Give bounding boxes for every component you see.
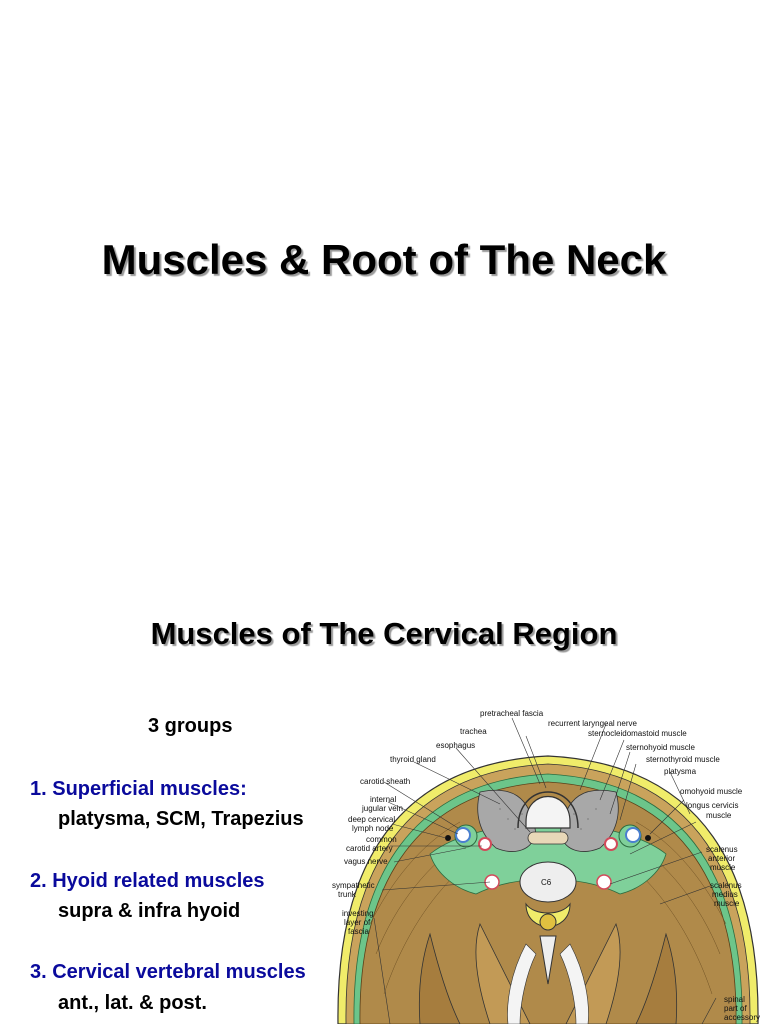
esophagus xyxy=(527,831,569,845)
label-carotid-sheath: carotid sheath xyxy=(360,777,410,786)
groups-label: 3 groups xyxy=(148,715,233,737)
vertebra-label: C6 xyxy=(541,878,552,887)
label-longus-cervicis-2: muscle xyxy=(706,811,732,820)
label-esophagus: esophagus xyxy=(436,741,475,750)
group-detail-superficial: platysma, SCM, Trapezius xyxy=(58,808,304,830)
label-scalenus-medius-1: scalenus xyxy=(710,881,742,890)
spinous-process xyxy=(539,935,557,985)
label-scalenus-anterior-1: scalenus xyxy=(706,845,738,854)
label-common-carotid-1: common xyxy=(366,835,397,844)
label-sternohyoid-muscle: sternohyoid muscle xyxy=(626,743,695,752)
group-heading-hyoid: 2. Hyoid related muscles xyxy=(30,870,265,892)
group-heading-superficial: 1. Superficial muscles: xyxy=(30,778,247,800)
label-sympathetic-trunk-1: sympathetic xyxy=(332,881,375,890)
label-trachea: trachea xyxy=(460,727,487,736)
label-internal-jugular-vein-1: internal xyxy=(370,795,396,804)
label-investing-layer-1: investing xyxy=(342,909,374,918)
section-title: Muscles of The Cervical Region xyxy=(150,616,618,651)
label-platysma: platysma xyxy=(664,767,697,776)
slide-title: Muscles & Root of The Neck xyxy=(101,236,667,283)
label-scalenus-medius-2: medius xyxy=(712,890,738,899)
label-deep-cervical-2: lymph node xyxy=(352,824,394,833)
label-sympathetic-trunk-2: trunk xyxy=(338,890,357,899)
label-spinal-accessory-1: spinal xyxy=(724,995,745,1004)
pointer-lines xyxy=(373,717,717,1025)
label-internal-jugular-vein-2: jugular vein xyxy=(361,804,403,813)
vertebral-body-c6 xyxy=(519,861,577,903)
label-common-carotid-2: carotid artery xyxy=(346,844,393,853)
label-investing-layer-2: layer of xyxy=(344,918,371,927)
label-sternocleidomastoid-muscle: sternocleidomastoid muscle xyxy=(588,729,687,738)
label-recurrent-laryngeal-nerve: recurrent laryngeal nerve xyxy=(548,719,637,728)
figure-labels: pretracheal fascia recurrent laryngeal n… xyxy=(332,709,760,1022)
thyroid-right-lobe xyxy=(559,789,619,852)
label-longus-cervicis-1: longus cervicis xyxy=(686,801,738,810)
group-detail-vertebral: ant., lat. & post. xyxy=(58,992,207,1014)
vertebral-foramina xyxy=(484,874,612,890)
carotid-sheath-right xyxy=(604,824,651,851)
trachea xyxy=(525,796,571,829)
label-scalenus-anterior-3: muscle xyxy=(710,863,736,872)
carotid-sheath-left xyxy=(445,824,492,851)
label-spinal-accessory-3: accessory xyxy=(724,1013,760,1022)
thyroid-texture xyxy=(499,808,597,830)
label-omohyoid-muscle: omohyoid muscle xyxy=(680,787,743,796)
thyroid-left-lobe xyxy=(477,789,537,852)
group-detail-hyoid: supra & infra hyoid xyxy=(58,900,241,922)
label-vagus-nerve: vagus nerve xyxy=(344,857,388,866)
label-pretracheal-fascia: pretracheal fascia xyxy=(480,709,544,718)
label-thyroid-gland: thyroid gland xyxy=(390,755,436,764)
neck-cross-section-diagram: C6 xyxy=(332,709,760,1025)
label-sternothyroid-muscle: sternothyroid muscle xyxy=(646,755,720,764)
label-scalenus-anterior-2: anterior xyxy=(708,854,735,863)
label-investing-layer-3: fascia xyxy=(348,927,369,936)
label-deep-cervical-1: deep cervical xyxy=(348,815,395,824)
label-spinal-accessory-2: part of xyxy=(724,1004,747,1013)
neck-cross-section-figure: C6 xyxy=(330,704,768,1025)
label-scalenus-medius-3: muscle xyxy=(714,899,740,908)
group-heading-vertebral: 3. Cervical vertebral muscles xyxy=(30,961,306,983)
